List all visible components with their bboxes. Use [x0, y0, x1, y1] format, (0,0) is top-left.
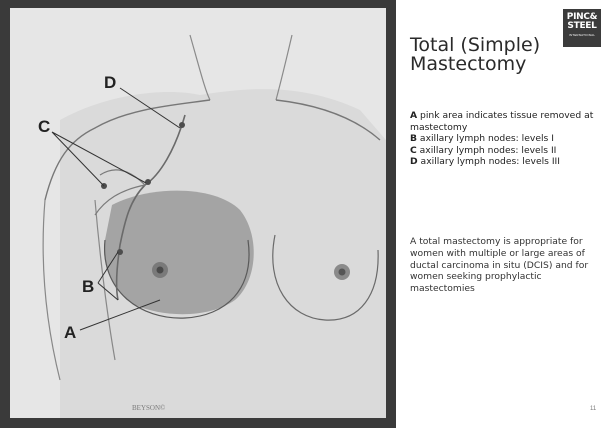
removed-tissue-area: [104, 191, 254, 315]
page-number: 11: [590, 406, 596, 412]
legend-text-d: axillary lymph nodes: levels III: [418, 156, 560, 167]
legend-text-a: pink area indicates tissue removed at ma…: [410, 110, 593, 133]
lymph-node-level-2: [145, 179, 151, 185]
artist-signature: BEYSON©: [132, 404, 166, 412]
illustration-legend: A pink area indicates tissue removed at …: [410, 110, 600, 168]
label-c: C: [38, 117, 50, 136]
label-d: D: [104, 73, 116, 92]
mastectomy-illustration: D C B A BEYSON©: [0, 0, 396, 428]
mastectomy-illustration-panel: D C B A BEYSON©: [0, 0, 396, 428]
legend-row-b: B axillary lymph nodes: levels I: [410, 133, 600, 145]
slide-title: Total (Simple) Mastectomy: [410, 36, 560, 74]
label-b: B: [82, 277, 94, 296]
legend-key-b: B: [410, 133, 417, 144]
legend-text-c: axillary lymph nodes: levels II: [417, 145, 557, 156]
legend-key-d: D: [410, 156, 418, 167]
slide-description: A total mastectomy is appropriate for wo…: [410, 236, 590, 295]
legend-key-c: C: [410, 145, 417, 156]
legend-row-c: C axillary lymph nodes: levels II: [410, 145, 600, 157]
lymph-node-level-3: [179, 122, 185, 128]
pinc-steel-logo: PINC& STEEL INTERNATIONAL: [563, 9, 601, 47]
logo-line-3: INTERNATIONAL: [563, 33, 601, 37]
label-a: A: [64, 323, 76, 342]
legend-text-b: axillary lymph nodes: levels I: [417, 133, 554, 144]
legend-row-a: A pink area indicates tissue removed at …: [410, 110, 600, 133]
legend-row-d: D axillary lymph nodes: levels III: [410, 156, 600, 168]
logo-line-2: STEEL: [563, 22, 601, 31]
